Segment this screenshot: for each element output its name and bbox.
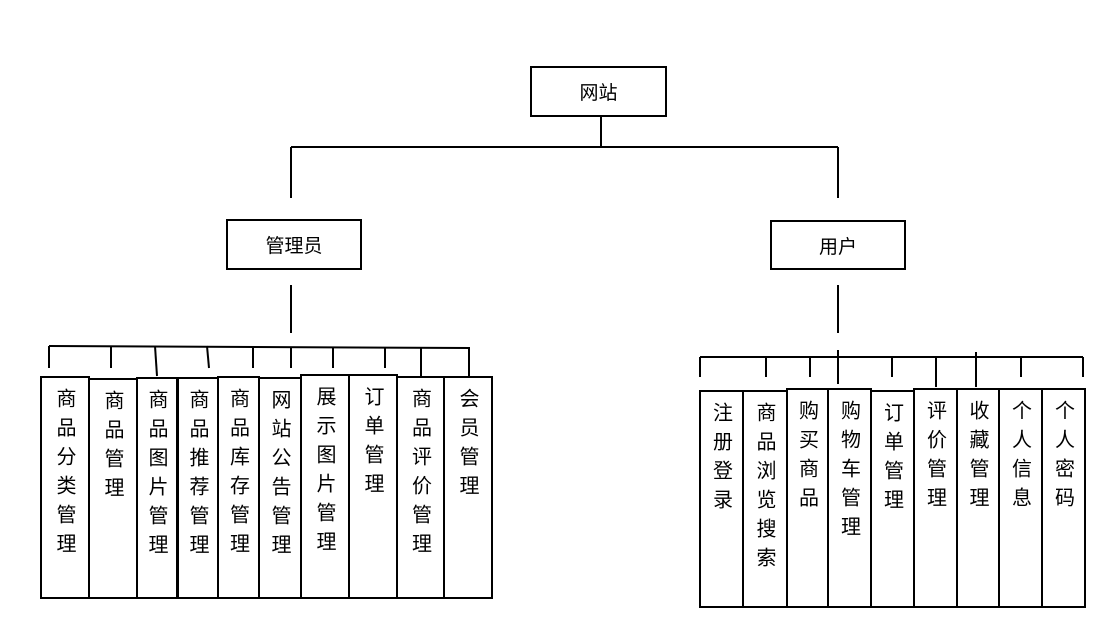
admin-item: 商品分类管理	[40, 376, 90, 599]
user-item-label: 收藏管理	[966, 400, 990, 516]
user-node: 用户	[770, 220, 906, 270]
admin-item: 订单管理	[348, 374, 398, 599]
admin-item-label: 商品分类管理	[53, 388, 77, 562]
user-item-label: 商品浏览搜索	[753, 402, 777, 576]
admin-item: 商品评价管理	[396, 376, 445, 599]
user-item: 个人密码	[1041, 388, 1086, 608]
root-label: 网站	[579, 82, 618, 104]
user-item: 个人信息	[998, 388, 1043, 608]
admin-item: 商品库存管理	[217, 376, 260, 599]
user-item-label: 注册登录	[709, 402, 734, 518]
admin-item-label: 商品推荐管理	[186, 389, 210, 563]
user-item: 购买商品	[786, 388, 829, 608]
user-item: 收藏管理	[956, 388, 1000, 608]
user-item: 订单管理	[870, 390, 915, 608]
admin-item: 商品管理	[88, 378, 138, 599]
user-label: 用户	[818, 235, 857, 258]
user-item: 购物车管理	[827, 388, 872, 608]
user-item-label: 购物车管理	[837, 400, 862, 545]
user-item-label: 个人信息	[1008, 400, 1033, 516]
admin-item: 商品图片管理	[136, 377, 178, 599]
admin-item: 会员管理	[443, 376, 493, 599]
admin-item: 网站公告管理	[258, 377, 302, 599]
admin-item-label: 商品库存管理	[226, 388, 251, 562]
admin-item-label: 商品评价管理	[408, 388, 433, 562]
admin-item: 商品推荐管理	[177, 377, 219, 599]
admin-item-label: 商品图片管理	[145, 389, 169, 563]
user-item-label: 订单管理	[880, 402, 905, 518]
user-item-label: 评价管理	[923, 400, 948, 516]
root-node: 网站	[530, 66, 667, 117]
admin-item-label: 展示图片管理	[313, 386, 337, 560]
user-item: 注册登录	[699, 390, 744, 608]
user-item: 评价管理	[913, 388, 958, 608]
admin-node: 管理员	[226, 219, 362, 270]
admin-item: 展示图片管理	[300, 374, 350, 599]
admin-item-label: 网站公告管理	[268, 389, 292, 563]
user-item: 商品浏览搜索	[742, 390, 788, 608]
user-item-label: 个人密码	[1051, 400, 1076, 516]
admin-item-label: 商品管理	[101, 390, 125, 506]
admin-label: 管理员	[265, 235, 323, 257]
admin-item-label: 订单管理	[361, 386, 385, 502]
admin-item-label: 会员管理	[456, 388, 480, 504]
user-item-label: 购买商品	[795, 400, 820, 516]
